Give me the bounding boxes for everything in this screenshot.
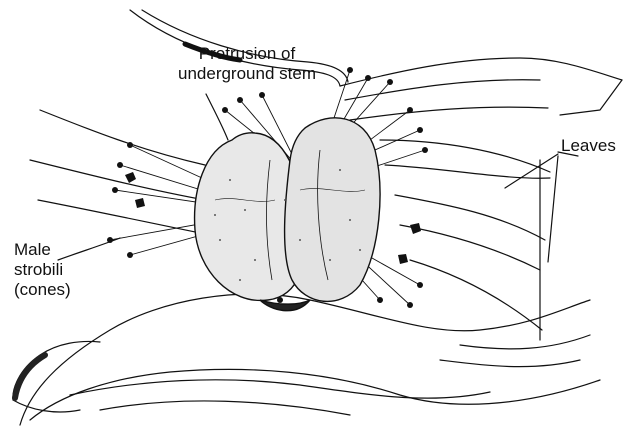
leaf-lower: [20, 294, 590, 425]
leaves-pointer-1: [505, 154, 558, 188]
label-leaves: Leaves: [561, 136, 616, 156]
leaf-left-1: [40, 110, 205, 165]
tuber-right-lobe: [285, 118, 380, 302]
leaf-right-3: [410, 260, 542, 330]
protrusion-pointer: [206, 94, 228, 140]
label-male-line3: (cones): [14, 280, 71, 300]
leaf-upper-right: [340, 58, 622, 86]
label-male-line1: Male: [14, 240, 71, 260]
label-protrusion-line1: Protrusion of: [178, 44, 316, 64]
label-male-line2: strobili: [14, 260, 71, 280]
leaf-right-2: [395, 195, 545, 240]
label-male-strobili: Male strobili (cones): [14, 240, 71, 300]
leaf-right-1: [380, 140, 550, 172]
label-protrusion-line2: underground stem: [178, 64, 316, 84]
label-protrusion: Protrusion of underground stem: [178, 44, 316, 84]
tuber: [195, 118, 380, 311]
